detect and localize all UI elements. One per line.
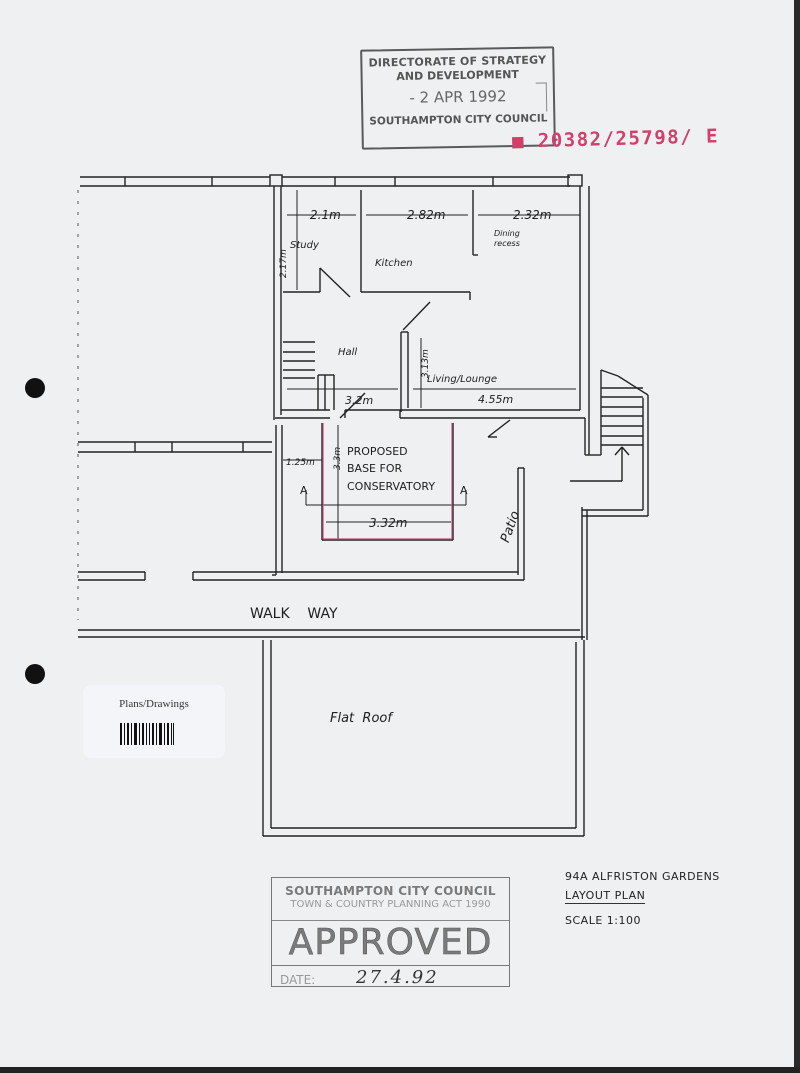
svg-text:3.13m: 3.13m <box>421 349 431 378</box>
svg-text:3.32m: 3.32m <box>369 516 407 530</box>
svg-text:3.2m: 3.2m <box>345 394 373 407</box>
svg-text:Flat Roof: Flat Roof <box>330 711 394 726</box>
site-address: 94A ALFRISTON GARDENS <box>565 870 720 883</box>
svg-text:Kitchen: Kitchen <box>375 258 413 269</box>
stamp-line-2: AND DEVELOPMENT <box>396 67 519 84</box>
drawing-title: LAYOUT PLAN <box>565 889 646 904</box>
scan-edge-bottom <box>0 1067 800 1073</box>
drawing-scale: SCALE 1:100 <box>565 914 641 927</box>
punch-hole <box>25 664 45 684</box>
approval-council: SOUTHAMPTON CITY COUNCIL <box>285 884 496 898</box>
svg-text:A: A <box>460 484 468 497</box>
svg-text:recess: recess <box>494 239 520 248</box>
svg-text:PROPOSED: PROPOSED <box>347 445 408 458</box>
approval-act: TOWN & COUNTRY PLANNING ACT 1990 <box>290 899 491 910</box>
svg-text:2.17m: 2.17m <box>279 249 289 278</box>
svg-text:BASE FOR: BASE FOR <box>347 462 402 475</box>
svg-text:Hall: Hall <box>338 347 357 358</box>
scan-edge-right <box>794 0 800 1073</box>
approval-status: APPROVED <box>272 921 509 966</box>
dim-study-width: 2.1m <box>310 208 341 222</box>
barcode-icon <box>120 723 174 745</box>
svg-text:WALK WAY: WALK WAY <box>250 606 338 622</box>
svg-text:4.55m: 4.55m <box>478 393 513 406</box>
stamp-council: SOUTHAMPTON CITY COUNCIL <box>369 112 548 128</box>
file-label-card: Plans/Drawings <box>83 685 225 758</box>
file-label-text: Plans/Drawings <box>119 698 189 710</box>
approval-date-label: DATE: <box>280 973 316 987</box>
svg-text:2.32m: 2.32m <box>513 208 551 222</box>
svg-text:2.82m: 2.82m <box>407 208 445 222</box>
svg-text:Study: Study <box>290 240 320 251</box>
svg-text:Living/Lounge: Living/Lounge <box>427 374 497 385</box>
stamp-date: - 2 APR 1992 <box>409 87 507 107</box>
svg-text:1.25m: 1.25m <box>286 458 315 468</box>
svg-text:A: A <box>300 484 308 497</box>
punch-hole <box>25 378 45 398</box>
approval-stamp: SOUTHAMPTON CITY COUNCIL TOWN & COUNTRY … <box>271 877 510 988</box>
svg-text:CONSERVATORY: CONSERVATORY <box>347 480 435 493</box>
stamp-bracket <box>535 82 548 112</box>
svg-text:3.3m: 3.3m <box>333 447 343 470</box>
svg-text:Dining: Dining <box>494 229 520 238</box>
title-block: 94A ALFRISTON GARDENS LAYOUT PLAN SCALE … <box>565 870 720 933</box>
svg-text:Patio: Patio <box>498 509 523 545</box>
approval-date-value: 27.4.92 <box>356 967 439 988</box>
